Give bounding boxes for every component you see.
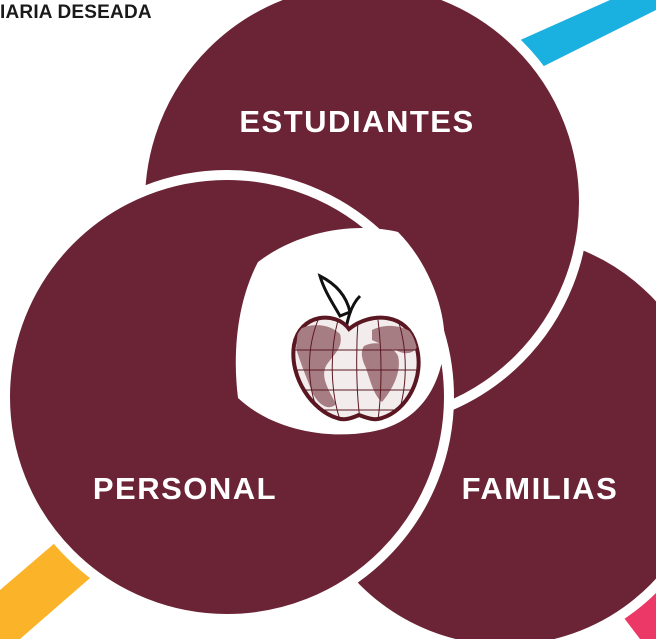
apple-leaf [317,273,352,318]
continent-africa [361,343,399,402]
header-title: IARIA DESEADA [0,2,152,23]
apple-globe-icon [291,273,421,422]
label-estudiantes: ESTUDIANTES [239,104,474,139]
label-familias: FAMILIAS [462,471,619,506]
continent-americas [296,325,341,408]
continent-asia [372,325,419,354]
label-personal: PERSONAL [93,471,277,506]
